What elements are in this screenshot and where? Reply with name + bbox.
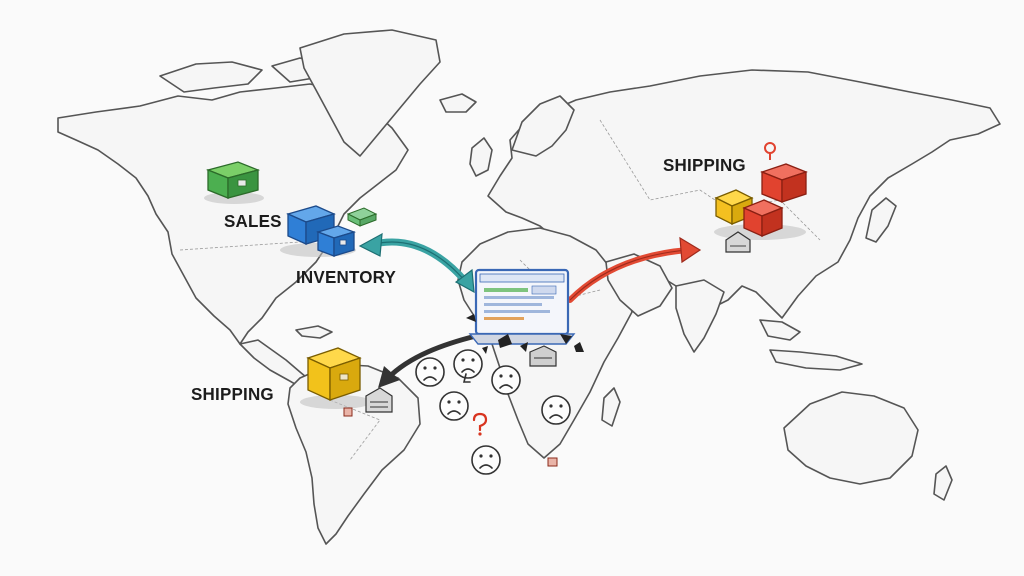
greenland-landmass — [299, 29, 441, 157]
iceland-landmass — [439, 93, 477, 113]
uk-landmass — [469, 137, 493, 177]
new-zealand-landmass — [933, 465, 953, 501]
shipping-south-america-label: SHIPPING — [191, 384, 274, 405]
red-arrow — [567, 236, 702, 303]
sad-face-icon — [439, 391, 469, 421]
australia-landmass — [783, 391, 919, 485]
question-mark-icon — [472, 412, 488, 436]
sad-face-icon — [453, 349, 483, 383]
warehouse-icon — [365, 387, 393, 413]
sales-package-box-icon — [204, 161, 264, 204]
sad-face-icon — [415, 357, 445, 387]
teal-double-arrow — [358, 232, 475, 294]
sales-label: SALES — [224, 211, 282, 232]
asia-warehouse-icon — [725, 231, 751, 253]
sad-face-icon — [541, 395, 571, 425]
small-parcel-icon — [547, 457, 558, 467]
indonesia-islands — [769, 349, 863, 371]
madagascar-landmass — [601, 387, 621, 427]
sad-face-icon — [471, 445, 501, 475]
inventory-package-box-icon — [280, 205, 357, 257]
map-pin-icon — [764, 142, 776, 160]
north-america-landmass — [57, 83, 409, 345]
laptop-dashboard-icon — [468, 268, 576, 345]
sad-face-icon — [491, 365, 521, 395]
caribbean-islands — [295, 325, 333, 339]
japan-landmass — [865, 197, 897, 243]
southeast-asia-islands — [759, 319, 801, 341]
scandinavia-landmass — [511, 95, 575, 157]
cash-stack-icon — [346, 207, 378, 227]
broken-box-icon — [529, 345, 557, 367]
shipping-asia-label: SHIPPING — [663, 155, 746, 176]
small-parcel-icon — [343, 407, 353, 417]
inventory-label: INVENTORY — [296, 267, 397, 288]
shipping-asia-package-box-icon — [714, 163, 808, 240]
shipping-south-america-package-box-icon — [300, 347, 372, 409]
scattered-debris — [466, 314, 584, 362]
dark-arrow — [378, 333, 479, 388]
arctic-islands — [159, 61, 263, 93]
india-landmass — [675, 279, 725, 353]
